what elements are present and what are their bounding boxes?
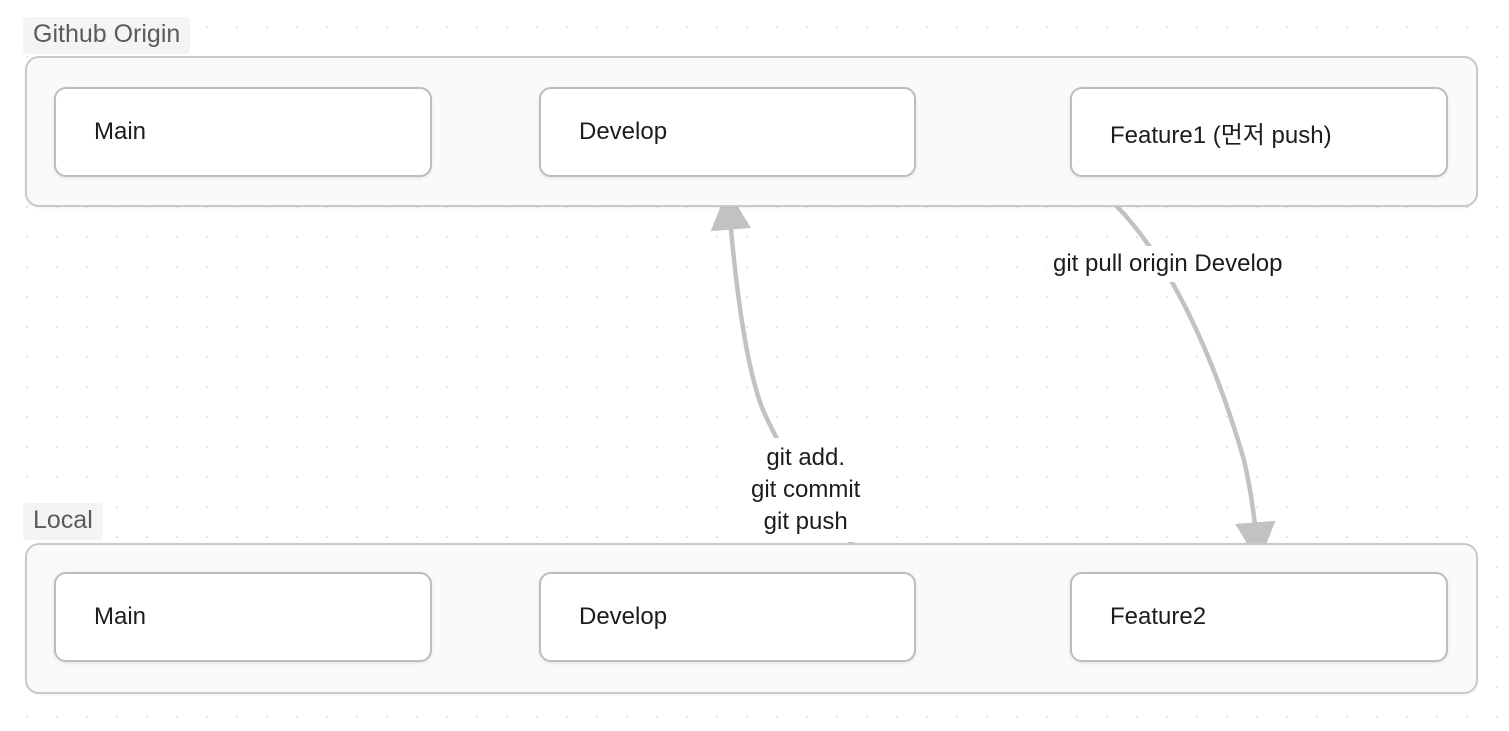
node-local-main-label: Main (94, 603, 147, 630)
edge-label-git-push-text: git push (763, 508, 848, 535)
edge-label-git-push: git add. git commit git push (741, 438, 871, 542)
node-local-feature2[interactable]: Feature2 (1070, 572, 1448, 662)
node-origin-main-label: Main (94, 118, 147, 145)
edge-label-git-commit-text: git commit (751, 476, 861, 503)
node-origin-main[interactable]: Main (54, 87, 432, 177)
group-label-github-origin: Github Origin (23, 17, 191, 54)
node-origin-feature1-label: Feature1 (먼저 push) (1110, 121, 1332, 149)
node-local-develop-label: Develop (579, 603, 668, 630)
edge-label-git-add-text: git add. (766, 444, 846, 471)
node-origin-develop[interactable]: Develop (539, 87, 916, 177)
edge-label-git-pull: git pull origin Develop (1047, 246, 1289, 282)
group-label-local: Local (23, 503, 103, 540)
node-local-main[interactable]: Main (54, 572, 432, 662)
node-local-feature2-label: Feature2 (1110, 603, 1207, 630)
node-origin-feature1[interactable]: Feature1 (먼저 push) (1070, 87, 1448, 177)
node-local-develop[interactable]: Develop (539, 572, 916, 662)
node-origin-develop-label: Develop (579, 118, 668, 145)
edge-label-git-pull-text: git pull origin Develop (1053, 250, 1283, 277)
